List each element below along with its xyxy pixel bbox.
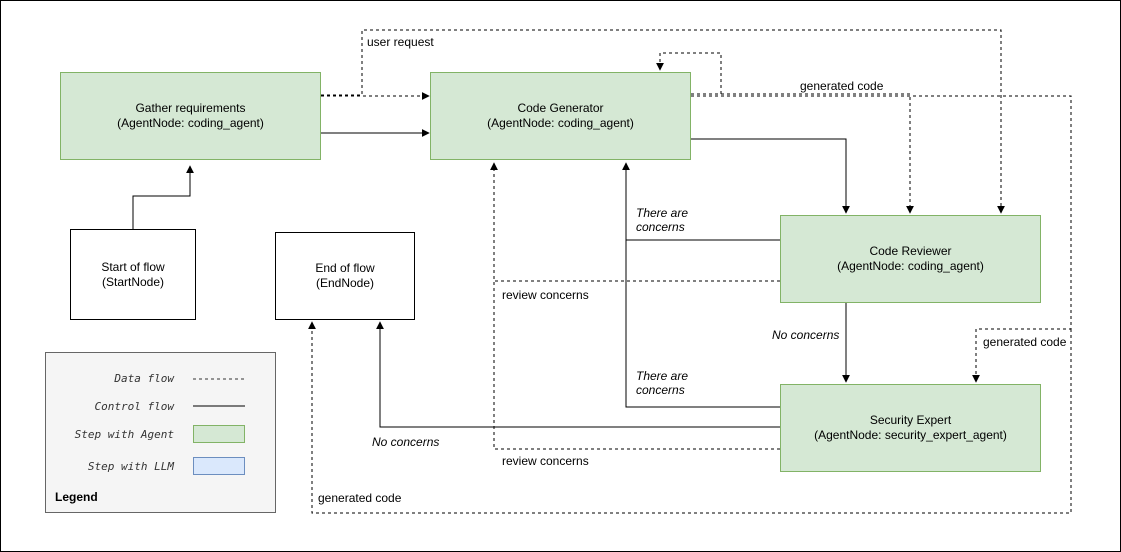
edge-security-concerns-to-generator	[625, 240, 780, 408]
edge-start-to-gather	[132, 165, 194, 229]
label-generated-code-bottom: generated code	[318, 491, 402, 505]
edge-user-request-reviewer	[321, 29, 1005, 214]
edge-generator-to-reviewer	[691, 138, 850, 214]
legend-title: Legend	[55, 490, 98, 504]
node-subtitle: (EndNode)	[315, 276, 375, 290]
label-review-concerns-1: review concerns	[502, 288, 589, 302]
node-title: Security Expert	[869, 413, 952, 427]
label-no-concerns-2: No concerns	[372, 435, 440, 449]
node-title: Code Generator	[517, 101, 604, 115]
label-there-are-concerns-2b: concerns	[636, 383, 685, 397]
legend-panel: Data flow Control flow Step with Agent S…	[45, 352, 276, 513]
node-title: Code Reviewer	[869, 244, 952, 258]
node-start-of-flow[interactable]: Start of flow (StartNode)	[70, 229, 196, 320]
label-review-concerns-2: review concerns	[502, 454, 589, 468]
legend-step-llm-swatch	[193, 457, 245, 475]
node-subtitle: (AgentNode: coding_agent)	[117, 116, 264, 130]
node-security-expert[interactable]: Security Expert (AgentNode: security_exp…	[780, 384, 1041, 472]
legend-data-flow-line	[193, 378, 245, 380]
edge-security-to-end	[376, 321, 780, 428]
legend-control-flow-label: Control flow	[94, 400, 174, 413]
label-generated-code-right: generated code	[983, 335, 1067, 349]
node-end-of-flow[interactable]: End of flow (EndNode)	[275, 232, 415, 320]
node-code-generator[interactable]: Code Generator (AgentNode: coding_agent)	[430, 72, 691, 160]
node-title: End of flow	[315, 261, 375, 275]
label-there-are-concerns-2a: There are	[636, 369, 689, 383]
node-gather-requirements[interactable]: Gather requirements (AgentNode: coding_a…	[60, 72, 321, 160]
legend-step-agent-label: Step with Agent	[74, 428, 174, 441]
label-there-are-concerns-1a: There are	[636, 206, 689, 220]
legend-step-agent-swatch	[193, 425, 245, 443]
legend-step-llm-label: Step with LLM	[87, 460, 174, 473]
legend-data-flow-label: Data flow	[114, 372, 174, 385]
edge-generated-code-end	[308, 321, 1072, 514]
legend-control-flow-line	[193, 405, 245, 407]
node-subtitle: (AgentNode: coding_agent)	[487, 116, 634, 130]
label-generated-code-top: generated code	[800, 79, 884, 93]
node-code-reviewer[interactable]: Code Reviewer (AgentNode: coding_agent)	[780, 215, 1041, 303]
node-subtitle: (AgentNode: coding_agent)	[837, 259, 984, 273]
label-no-concerns-1: No concerns	[772, 328, 840, 342]
node-subtitle: (AgentNode: security_expert_agent)	[814, 428, 1007, 442]
node-title: Gather requirements	[135, 101, 246, 115]
label-user-request: user request	[367, 35, 434, 49]
edge-review-concerns-security	[493, 281, 780, 450]
node-title: Start of flow	[101, 259, 165, 274]
edge-generated-code-reviewer	[691, 93, 914, 214]
label-there-are-concerns-1b: concerns	[636, 220, 685, 234]
node-subtitle: (StartNode)	[101, 274, 165, 289]
